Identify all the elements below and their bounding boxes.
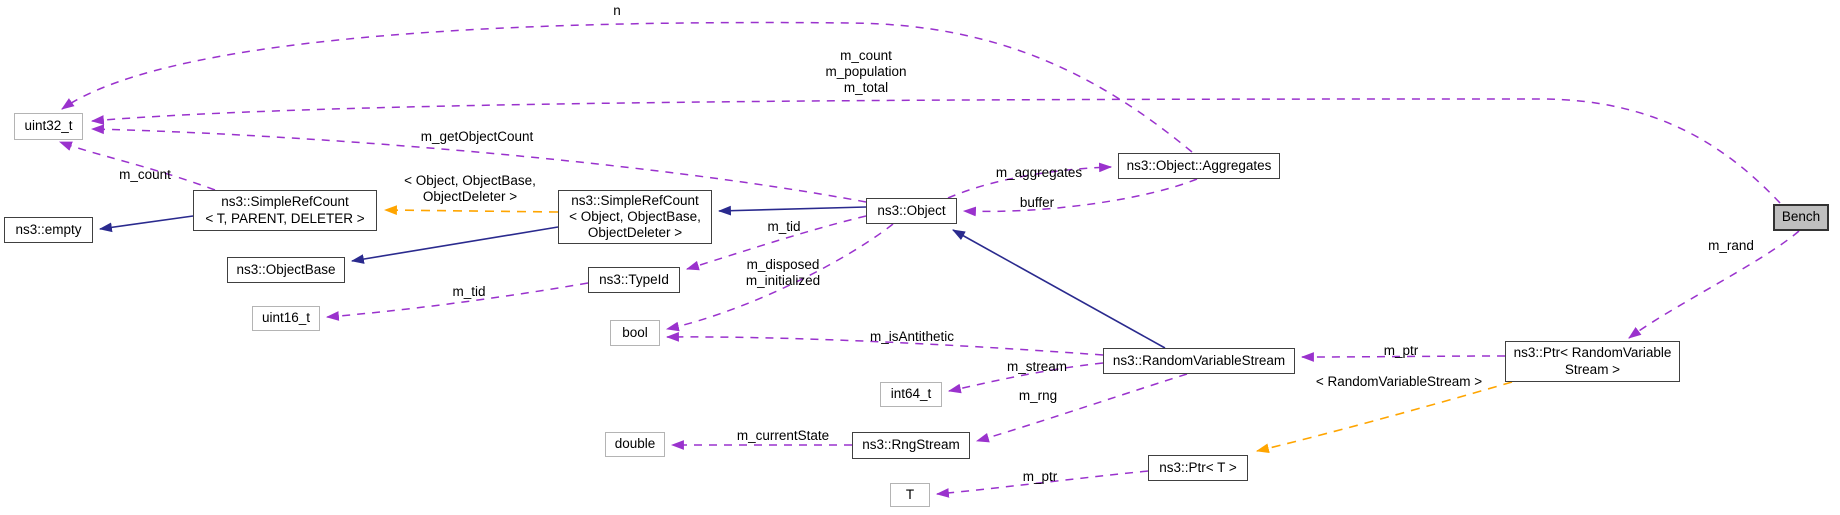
- edge-m-tid-typeid: [325, 282, 589, 321]
- node-ns3-objectbase[interactable]: ns3::ObjectBase: [227, 257, 345, 283]
- edge-label-count-population-total: m_count m_population m_total: [825, 48, 907, 95]
- edge-m-tid-object: [685, 215, 867, 271]
- edge-m-count-population-total: [90, 98, 1781, 204]
- node-ns3-rngstream[interactable]: ns3::RngStream: [852, 432, 970, 459]
- edge-label-template-simplerefcount: < Object, ObjectBase, ObjectDeleter >: [404, 173, 536, 204]
- edge-inherit-randomvariablestream-to-object: [952, 229, 1166, 349]
- node-t: T: [890, 483, 930, 507]
- edge-label-ptr-right: m_ptr: [1383, 343, 1419, 358]
- edge-label-stream: m_stream: [1006, 359, 1068, 374]
- edge-label-currentstate: m_currentState: [736, 428, 830, 443]
- edge-buffer: [962, 178, 1198, 217]
- node-ns3-object-aggregates[interactable]: ns3::Object::Aggregates: [1118, 153, 1280, 179]
- edge-template-ptr: [1255, 381, 1513, 453]
- node-ns3-ptr-t[interactable]: ns3::Ptr< T >: [1148, 455, 1248, 481]
- edge-inherit-simplerefcount-to-empty: [98, 215, 194, 233]
- edge-m-aggregates: [947, 162, 1113, 199]
- node-ns3-randomvariablestream[interactable]: ns3::RandomVariableStream: [1103, 348, 1295, 374]
- node-uint16-t: uint16_t: [252, 306, 320, 331]
- edge-inherit-object-to-simplerefcountobj: [717, 205, 867, 216]
- edge-label-count: m_count: [119, 167, 171, 182]
- edge-label-isantithetic: m_isAntithetic: [869, 329, 955, 344]
- node-bool: bool: [610, 320, 660, 346]
- node-ns3-simplerefcount-object[interactable]: ns3::SimpleRefCount < Object, ObjectBase…: [558, 190, 712, 244]
- node-bench: Bench: [1773, 204, 1829, 231]
- edge-inherit-simplerefcountobj-to-objectbase: [350, 226, 559, 264]
- node-double: double: [605, 432, 665, 457]
- edge-label-tid-upper: m_tid: [767, 219, 801, 234]
- node-uint32-t: uint32_t: [14, 113, 83, 140]
- edge-n: [61, 21, 1193, 153]
- edge-m-rand: [1628, 230, 1800, 339]
- edge-label-tid-lower: m_tid: [452, 284, 486, 299]
- edge-label-ptr-bottom: m_ptr: [1022, 469, 1058, 484]
- edge-label-disposed-initialized: m_disposed m_initialized: [745, 257, 821, 288]
- node-int64-t: int64_t: [880, 382, 942, 407]
- edge-label-rand: m_rand: [1708, 238, 1754, 253]
- node-ns3-ptr-randomvariablestream[interactable]: ns3::Ptr< RandomVariable Stream >: [1505, 341, 1680, 382]
- node-ns3-empty[interactable]: ns3::empty: [4, 217, 93, 243]
- edge-label-getobjectcount: m_getObjectCount: [420, 129, 534, 144]
- node-ns3-object[interactable]: ns3::Object: [866, 198, 957, 224]
- edge-label-rng: m_rng: [1018, 388, 1058, 403]
- edge-label-n: n: [613, 3, 621, 18]
- edge-m-count: [58, 141, 216, 191]
- node-ns3-typeid[interactable]: ns3::TypeId: [588, 267, 680, 293]
- edge-m-stream: [947, 362, 1104, 394]
- edge-label-aggregates: m_aggregates: [995, 165, 1083, 180]
- edge-m-rng: [975, 373, 1188, 443]
- edge-m-getobjectcount: [90, 124, 867, 203]
- edge-m-isantithetic: [665, 332, 1104, 356]
- edge-template-simplerefcount: [383, 205, 559, 216]
- node-ns3-simplerefcount-template[interactable]: ns3::SimpleRefCount < T, PARENT, DELETER…: [193, 190, 377, 231]
- edge-label-template-ptr: < RandomVariableStream >: [1315, 374, 1483, 389]
- edge-label-buffer: buffer: [1019, 195, 1055, 210]
